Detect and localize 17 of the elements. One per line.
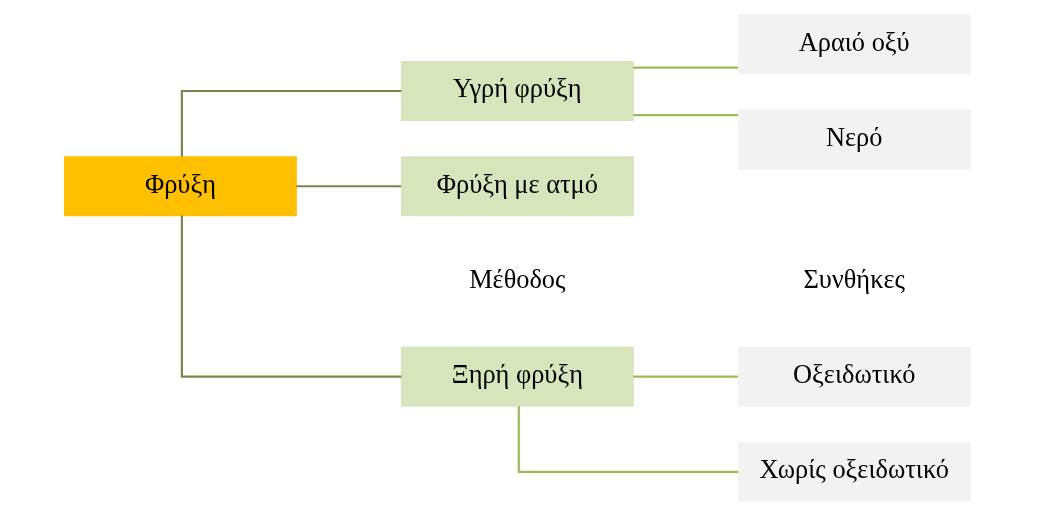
node-box: Ξηρή φρύξη: [400, 346, 634, 407]
label: Συνθήκες: [802, 264, 905, 294]
label: Μέθοδος: [468, 264, 565, 294]
connector: [180, 89, 401, 157]
connector: [517, 405, 738, 473]
connector: [295, 184, 401, 187]
node-box: Οξειδωτικό: [737, 346, 971, 407]
connector: [632, 66, 738, 69]
node-box: Φρύξη με ατμό: [400, 155, 634, 216]
node-box: Νερό: [737, 108, 971, 169]
connector: [632, 113, 738, 116]
node-box: Χωρίς οξειδωτικό: [737, 441, 971, 502]
connector: [632, 375, 738, 378]
node-box: Φρύξη: [63, 155, 297, 216]
node-box: Αραιό οξύ: [737, 13, 971, 74]
connector: [180, 215, 401, 378]
node-box: Υγρή φρύξη: [400, 60, 634, 121]
